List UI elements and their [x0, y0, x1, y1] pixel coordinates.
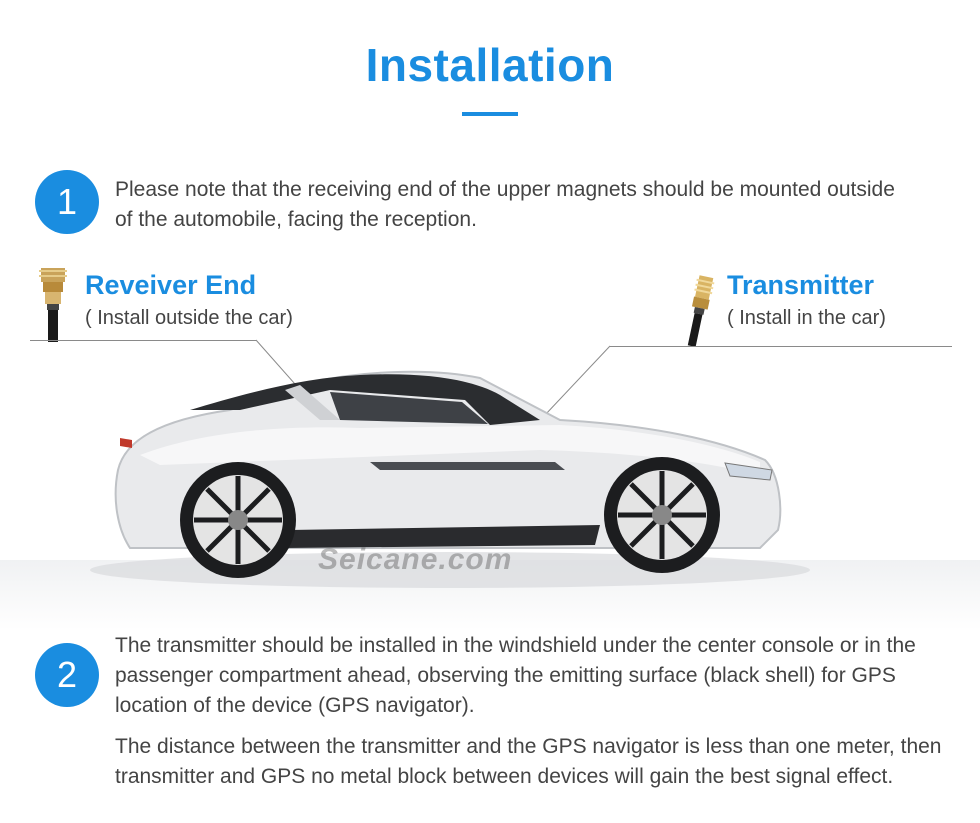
car-illustration: [0, 330, 980, 620]
transmitter-callout-line: [610, 346, 952, 347]
receiver-connector-icon: [30, 262, 80, 342]
transmitter-connector-icon: [680, 272, 720, 347]
step-1-badge: 1: [35, 170, 99, 234]
receiver-callout-line: [30, 340, 256, 341]
transmitter-subtitle: ( Install in the car): [727, 307, 886, 329]
step-2-text-2: The distance between the transmitter and…: [115, 735, 942, 788]
receiver-title: Reveiver End: [85, 270, 257, 300]
step-1-text: Please note that the receiving end of th…: [115, 178, 895, 231]
watermark: Seicane.com: [318, 543, 513, 576]
step-2-badge: 2: [35, 643, 99, 707]
step-2-text-1: The transmitter should be installed in t…: [115, 634, 916, 717]
page-title: Installation: [365, 39, 615, 91]
receiver-subtitle: ( Install outside the car): [85, 307, 293, 329]
transmitter-title: Transmitter: [727, 270, 875, 300]
title-underline: [462, 112, 518, 116]
